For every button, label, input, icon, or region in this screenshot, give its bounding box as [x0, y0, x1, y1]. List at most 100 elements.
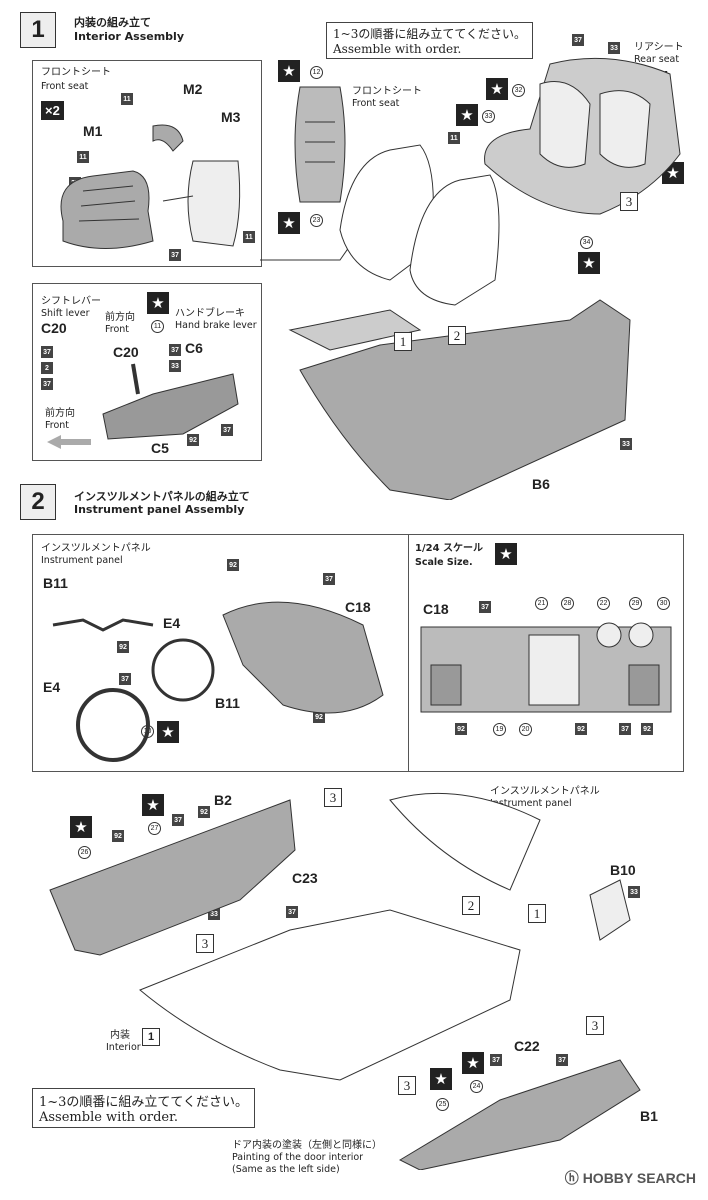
note-en-2: Assemble with order.	[39, 1110, 179, 1125]
order-3-b: 3	[324, 788, 342, 807]
part-c20-b: C20	[113, 344, 139, 360]
part-c18-a: C18	[345, 599, 371, 615]
code-33-sp: 33	[169, 360, 181, 372]
code-37-b: 37	[169, 249, 181, 261]
code-92-ip2: 92	[227, 559, 239, 571]
star-icon: ★	[147, 292, 169, 314]
forward2-label-en: Front	[45, 420, 70, 431]
code-33-b2: 33	[628, 886, 640, 898]
rear-seat-drawing	[484, 57, 681, 215]
star-icon: ★	[495, 543, 517, 565]
brake-label-en: Hand brake lever	[175, 320, 257, 331]
forward-label-en: Front	[105, 324, 130, 335]
interior-label-en: Interior	[106, 1042, 141, 1053]
interior-step-ref: 1	[142, 1028, 160, 1046]
code-92-ip3: 92	[313, 711, 325, 723]
code-92-sc: 92	[455, 723, 467, 735]
ip-label-en-2: Instrument panel	[490, 798, 572, 809]
code-20-sc: 20	[519, 723, 532, 736]
code-33-rs2: 33	[482, 110, 495, 123]
part-b6: B6	[532, 476, 550, 492]
code-2-sp: 2	[41, 362, 53, 374]
code-26-b: 26	[78, 846, 91, 859]
watermark-text: HOBBY SEARCH	[582, 1170, 696, 1186]
code-92-sp: 92	[187, 434, 199, 446]
part-c23: C23	[292, 870, 318, 886]
code-19-sc: 19	[493, 723, 506, 736]
code-37-sc2: 37	[619, 723, 631, 735]
interior-label-jp: 内装	[110, 1030, 130, 1041]
hobby-search-icon: ⓗ	[564, 1170, 583, 1186]
part-b10: B10	[610, 862, 636, 878]
step2-title-jp: インスツルメントパネルの組み立て	[74, 490, 250, 503]
code-92-ip: 92	[117, 641, 129, 653]
order-3: 3	[620, 192, 638, 211]
step1-title-jp: 内装の組み立て	[74, 16, 151, 29]
order-2-b: 2	[462, 896, 480, 915]
code-33-rs: 33	[608, 42, 620, 54]
code-37-sp2: 37	[41, 378, 53, 390]
star-icon: ★	[578, 252, 600, 274]
order-3-e: 3	[398, 1076, 416, 1095]
code-25-b: 25	[436, 1098, 449, 1111]
ip-label-en: Instrument panel	[41, 555, 123, 566]
dash-detail-drawing	[420, 622, 672, 713]
code-37-b3: 37	[490, 1054, 502, 1066]
code-34-rs: 34	[580, 236, 593, 249]
front-seat-label-jp: フロントシート	[41, 67, 111, 78]
code-37-rs: 37	[572, 34, 584, 46]
code-37-sc: 37	[479, 601, 491, 613]
step1-number: 1	[20, 12, 56, 48]
forward2-label-jp: 前方向	[45, 408, 75, 419]
scale-panel: 1/24 スケール Scale Size. ★ C18 37 21 28 22 …	[408, 534, 684, 772]
order-1: 1	[394, 332, 412, 351]
star-icon: ★	[142, 794, 164, 816]
code-37-b: 37	[172, 814, 184, 826]
part-m2: M2	[183, 81, 203, 97]
step2-number: 2	[20, 484, 56, 520]
code-11-sp: 11	[151, 320, 164, 333]
ip-label-jp-2: インスツルメントパネル	[490, 786, 600, 797]
front-seat-label-jp-2: フロントシート	[352, 86, 422, 97]
order-3-c: 3	[196, 934, 214, 953]
code-21-sc: 21	[535, 597, 548, 610]
scale-label-en: Scale Size.	[415, 557, 473, 568]
part-b11-a: B11	[43, 575, 68, 591]
front-seat-label-en: Front seat	[41, 81, 89, 92]
ip-label-jp: インスツルメントパネル	[41, 543, 151, 554]
code-29-sc: 29	[629, 597, 642, 610]
code-37-b2: 37	[286, 906, 298, 918]
step2-title-en: Instrument panel Assembly	[74, 503, 245, 516]
door-label-en-1: Painting of the door interior	[232, 1152, 364, 1163]
code-92-sc3: 92	[641, 723, 653, 735]
note-jp: 1~3の順番に組み立ててください。	[333, 27, 526, 41]
seat-back-detail	[294, 86, 346, 203]
part-b1: B1	[640, 1108, 658, 1124]
bottom-order-note: 1~3の順番に組み立ててください。 Assemble with order.	[32, 1088, 256, 1128]
star-icon: ★	[157, 721, 179, 743]
door-label-en-2: (Same as the left side)	[232, 1164, 340, 1175]
door-label-jp: ドア内装の塗装（左側と同様に）	[232, 1140, 382, 1151]
code-92-b: 92	[198, 806, 210, 818]
part-c22: C22	[514, 1038, 540, 1054]
note-en: Assemble with order.	[333, 42, 462, 56]
code-92-b2: 92	[112, 830, 124, 842]
star-icon: ★	[430, 1068, 452, 1090]
shift-label-jp: シフトレバー	[41, 296, 101, 307]
star-icon: ★	[278, 60, 300, 82]
code-28-sc: 28	[561, 597, 574, 610]
code-11-rs: 11	[448, 132, 460, 144]
console-drawing	[102, 363, 239, 440]
star-icon: ★	[70, 816, 92, 838]
front-seat-label-en-2: Front seat	[352, 98, 400, 109]
part-c5: C5	[151, 440, 169, 456]
order-1-b: 1	[528, 904, 546, 923]
floor-pan-drawing	[288, 299, 631, 500]
code-30-sc: 30	[657, 597, 670, 610]
star-icon: ★	[486, 78, 508, 100]
ip-drawings	[52, 601, 384, 762]
note-jp-2: 1~3の順番に組み立ててください。	[39, 1095, 249, 1110]
code-33-floor: 33	[620, 438, 632, 450]
star-icon: ★	[278, 212, 300, 234]
rear-seat-label-en: Rear seat	[634, 54, 680, 65]
